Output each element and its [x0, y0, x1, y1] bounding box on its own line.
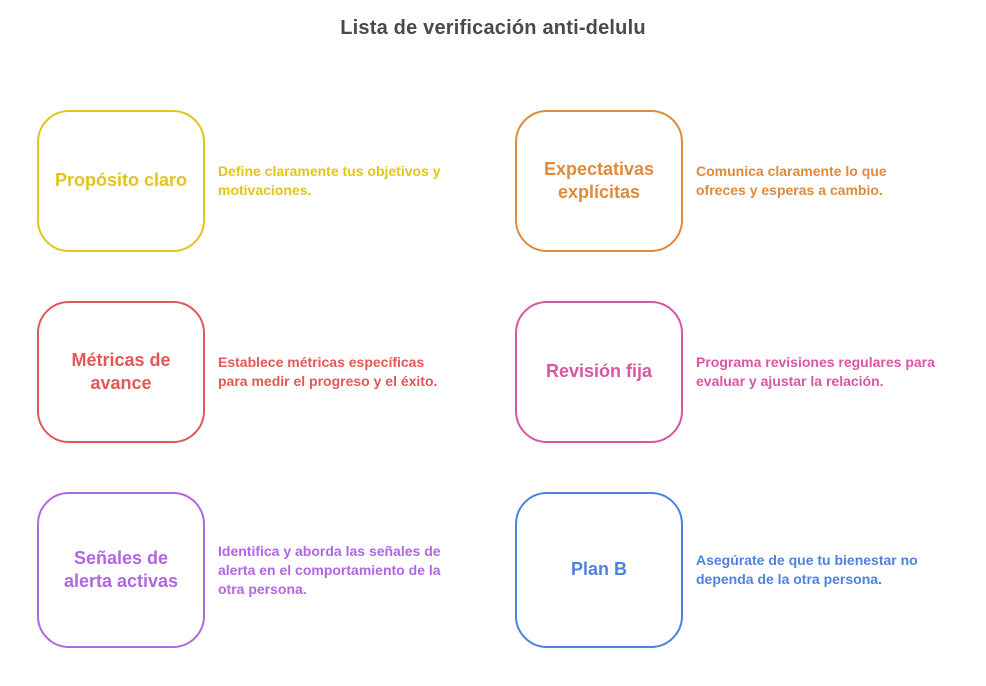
checklist-description: Define claramente tus objetivos y motiva…	[218, 163, 441, 198]
checklist-description: Asegúrate de que tu bienestar no dependa…	[696, 552, 918, 587]
checklist-item-revision-fija: Revisión fija Programa revisiones regula…	[515, 301, 935, 443]
checklist-box-title: Expectativas explícitas	[543, 158, 655, 202]
checklist-item-metricas-de-avance: Métricas de avance Establece métricas es…	[37, 301, 457, 443]
checklist-box-proposito-claro: Propósito claro	[37, 110, 205, 252]
checklist-box-revision-fija: Revisión fija	[515, 301, 683, 443]
checklist-box-title: Métricas de avance	[71, 349, 171, 393]
checklist-description: Programa revisiones regulares para evalu…	[696, 354, 935, 389]
checklist-box-expectativas-explicitas: Expectativas explícitas	[515, 110, 683, 252]
checklist-item-senales-de-alerta-activas: Señales de alerta activas Identifica y a…	[37, 492, 457, 648]
checklist-description: Identifica y aborda las señales de alert…	[218, 542, 441, 597]
checklist-item-proposito-claro: Propósito claro Define claramente tus ob…	[37, 110, 457, 252]
checklist-box-title: Propósito claro	[54, 170, 188, 191]
checklist-description: Comunica claramente lo que ofreces y esp…	[696, 163, 887, 198]
checklist-grid: Propósito claro Define claramente tus ob…	[37, 110, 935, 648]
checklist-box-title: Revisión fija	[545, 361, 653, 382]
checklist-box-metricas-de-avance: Métricas de avance	[37, 301, 205, 443]
checklist-box-senales-de-alerta-activas: Señales de alerta activas	[37, 492, 205, 648]
checklist-box-title: Señales de alerta activas	[63, 547, 179, 591]
diagram-title: Lista de verificación anti-delulu	[340, 17, 646, 39]
checklist-description: Establece métricas específicas para medi…	[218, 354, 438, 389]
checklist-box-title: Plan B	[570, 559, 627, 580]
checklist-item-expectativas-explicitas: Expectativas explícitas Comunica clarame…	[515, 110, 935, 252]
checklist-item-plan-b: Plan B Asegúrate de que tu bienestar no …	[515, 492, 935, 648]
checklist-box-plan-b: Plan B	[515, 492, 683, 648]
